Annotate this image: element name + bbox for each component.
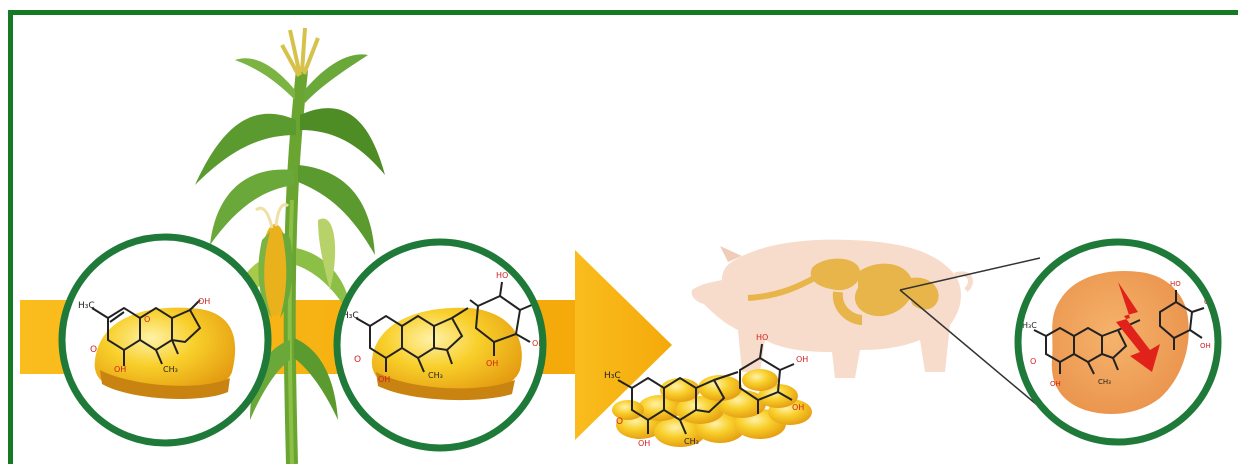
ch3-label: CH₃ bbox=[684, 437, 699, 446]
glucose-ho-label: HO bbox=[1170, 280, 1181, 288]
hydroxyl-label: OH bbox=[378, 375, 390, 384]
hydroxyl-label-2: OH bbox=[198, 297, 210, 306]
carbonyl-o-label: O bbox=[354, 355, 361, 365]
glucose-ho-label: HO bbox=[496, 271, 508, 280]
hydroxyl-label: OH bbox=[114, 365, 126, 374]
glucose-oh-label: OH bbox=[796, 355, 808, 364]
ch3-label: CH₃ bbox=[428, 371, 443, 380]
ch3-label: CH₃ bbox=[1098, 378, 1111, 386]
ch3-label: CH₃ bbox=[163, 365, 178, 374]
methyl-label: H₃C bbox=[1022, 321, 1037, 330]
don-kernel-circle: H₃C O OH O CH₃ OH bbox=[62, 237, 268, 443]
methyl-label: H₃C bbox=[604, 371, 621, 381]
hydroxyl-label: OH bbox=[638, 439, 650, 448]
glucose-oh-label-2: OH bbox=[792, 403, 804, 412]
hydroxyl-label: OH bbox=[1050, 380, 1061, 388]
glucose-ho-label: HO bbox=[756, 333, 768, 342]
glucoside-kernel-circle: H₃C O OH CH₃ HO OH OH OH bbox=[337, 242, 548, 448]
ring-o-label: O bbox=[144, 315, 150, 324]
carbonyl-o-label: O bbox=[1030, 357, 1036, 366]
carbonyl-o-label: O bbox=[616, 417, 623, 427]
liver-hydrolysis-circle: H₃C O OH CH₃ HO OH OH bbox=[1018, 242, 1218, 442]
glucose-oh-label-2: OH bbox=[1200, 342, 1211, 350]
carbonyl-o-label: O bbox=[90, 345, 97, 355]
methyl-label: H₃C bbox=[78, 301, 95, 311]
glucose-oh-label-3: OH bbox=[486, 359, 498, 368]
